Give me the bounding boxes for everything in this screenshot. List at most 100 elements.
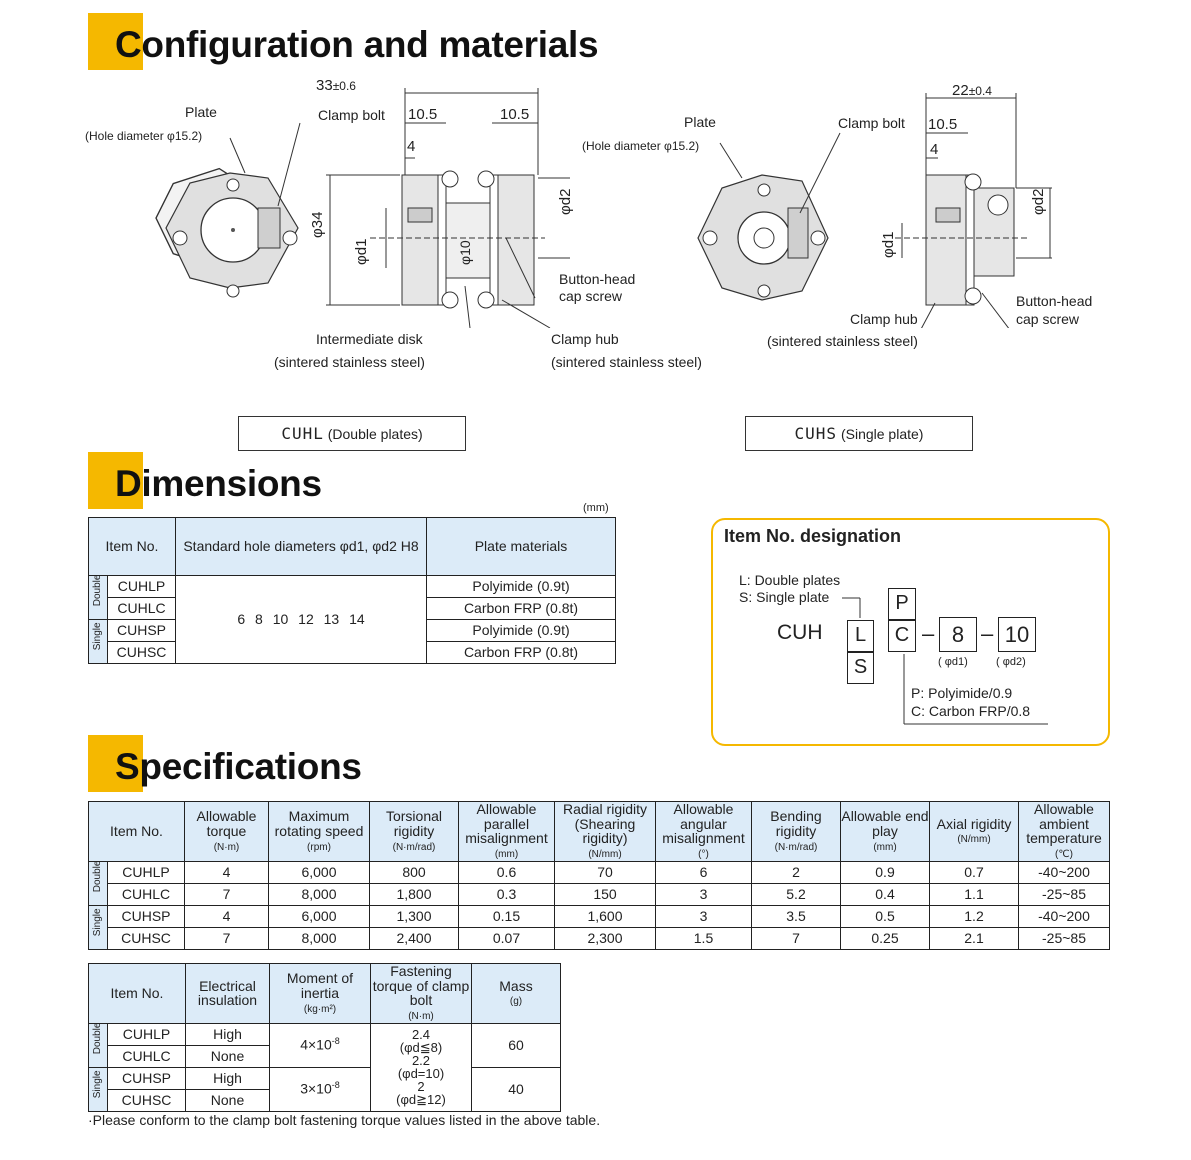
cuhl-dim-phi10: φ10 [457, 240, 473, 265]
spec-header: Axial rigidity(N/mm) [929, 801, 1019, 862]
table-cell: 0.4 [840, 882, 930, 906]
cuhs-plate-hole: (Hole diameter φ15.2) [582, 139, 700, 153]
table-cell: CUHLC [107, 882, 185, 906]
cuhl-plate-label: Plate [185, 104, 217, 120]
table-cell: 800 [369, 860, 459, 884]
table-cell: None [185, 1044, 270, 1068]
cuhs-dim-c: 4 [930, 141, 939, 158]
table-cell: 3.5 [751, 904, 841, 928]
specifications-table-2: Item No. Electrical insulation Moment of… [88, 963, 561, 1112]
cuhs-dim-phid1: φd1 [880, 231, 897, 258]
spec-header: Moment of inertia(kg·m²) [269, 963, 371, 1024]
hole-diameters: 6 8 10 12 13 14 [175, 575, 427, 664]
designation-note-c: C: Carbon FRP/0.8 [911, 703, 1031, 719]
designation-panel [711, 518, 1110, 746]
designation-note-p: P: Polyimide/0.9 [911, 685, 1013, 701]
table-cell: 0.7 [929, 860, 1019, 884]
cuhl-dim-phid2: φd2 [557, 188, 574, 215]
table-cell: 0.9 [840, 860, 930, 884]
designation-box-d1: 8 [939, 617, 977, 652]
section-title-dimensions: Dimensions [115, 463, 322, 504]
table-cell: 4 [184, 860, 269, 884]
spec-header: Torsional rigidity(N·m/rad) [369, 801, 459, 862]
cuhs-cap-screw: cap screw [1016, 311, 1080, 327]
table-cell: 8,000 [268, 926, 370, 950]
section-title-specifications: Specifications [115, 746, 362, 787]
section-marker [88, 452, 143, 509]
table-cell: CUHLP [107, 575, 176, 598]
table-cell: -40~200 [1018, 904, 1110, 928]
spec-header: Item No. [88, 963, 186, 1024]
table-cell: 1,800 [369, 882, 459, 906]
spec-header: Allowable ambient temperature(℃) [1018, 801, 1110, 862]
table-cell: CUHSP [107, 904, 185, 928]
spec-header: Radial rigidity (Shearing rigidity)(N/mm… [554, 801, 656, 862]
spec-header: Bending rigidity(N·m/rad) [751, 801, 841, 862]
section-marker [88, 735, 143, 792]
table-cell: CUHSP [107, 1066, 186, 1090]
table-cell: 0.25 [840, 926, 930, 950]
cuhs-clamp-hub: Clamp hub [850, 311, 918, 327]
cuhl-dim-phid1: φd1 [353, 238, 370, 265]
table-cell: 1,300 [369, 904, 459, 928]
table-cell: 1.5 [655, 926, 752, 950]
inertia-double: 4×10-8 [269, 1022, 371, 1068]
table-cell: High [185, 1066, 270, 1090]
dimensions-unit: (mm) [583, 502, 609, 514]
table-cell: CUHSC [107, 641, 176, 664]
dim-header-plate: Plate materials [426, 517, 616, 576]
table-cell: 0.5 [840, 904, 930, 928]
table-cell: 0.15 [458, 904, 555, 928]
cuhs-dim-phid2: φd2 [1030, 188, 1047, 215]
inertia-single: 3×10-8 [269, 1066, 371, 1112]
cuhl-clamp-hub-material: (sintered stainless steel) [551, 354, 702, 370]
specifications-table: Item No. Allowable torque(N·m) Maximum r… [88, 801, 1110, 950]
table-cell: 4 [184, 904, 269, 928]
spec-header: Maximum rotating speed(rpm) [268, 801, 370, 862]
table-cell: 2,300 [554, 926, 656, 950]
group-label-single: Single [88, 1066, 108, 1112]
cuhl-intermediate-disk: Intermediate disk [316, 331, 423, 347]
table-cell: CUHLC [107, 1044, 186, 1068]
table-cell: 0.3 [458, 882, 555, 906]
group-label-single: Single [88, 904, 108, 950]
table-row: Single CUHSP High 3×10-8 40 [88, 1066, 561, 1112]
group-label-single: Single [88, 619, 108, 664]
designation-box-s: S [847, 652, 874, 684]
table-cell: 70 [554, 860, 656, 884]
designation-box-p: P [888, 588, 916, 620]
cuhl-diagram [155, 88, 570, 328]
table-cell: 0.07 [458, 926, 555, 950]
designation-dash: – [981, 621, 994, 646]
table-row: Double CUHLP High 4×10-8 2.4(φd≦8)2.2(φd… [88, 1022, 561, 1112]
table-cell: 1,600 [554, 904, 656, 928]
table-cell: 1.2 [929, 904, 1019, 928]
cuhs-plate-label: Plate [684, 114, 716, 130]
table-cell: 7 [751, 926, 841, 950]
designation-note-l: L: Double plates [739, 572, 841, 588]
table-cell: CUHSP [107, 619, 176, 642]
mass-double: 60 [471, 1022, 561, 1068]
dimensions-table: Item No. Standard hole diameters φd1, φd… [88, 517, 616, 664]
table-cell: 5.2 [751, 882, 841, 906]
table-cell: 3 [655, 882, 752, 906]
table-cell: -25~85 [1018, 882, 1110, 906]
spec-header: Allowable angular misalignment(°) [655, 801, 752, 862]
cuhl-dim-total: 33±0.6 [316, 77, 356, 94]
cuhs-button-head: Button-head [1016, 293, 1093, 309]
cuhs-caption: CUHS (Single plate) [745, 416, 973, 451]
group-label-double: Double [88, 860, 108, 906]
table-cell: Polyimide (0.9t) [426, 575, 616, 598]
table-cell: 7 [184, 882, 269, 906]
table-cell: 3 [655, 904, 752, 928]
table-cell: -25~85 [1018, 926, 1110, 950]
table-cell: 6 [655, 860, 752, 884]
table-cell: Carbon FRP (0.8t) [426, 641, 616, 664]
cuhl-dim-c: 4 [407, 138, 416, 155]
section-marker [88, 13, 143, 70]
group-label-double: Double [88, 575, 108, 620]
spec-header: Electrical insulation [185, 963, 270, 1024]
